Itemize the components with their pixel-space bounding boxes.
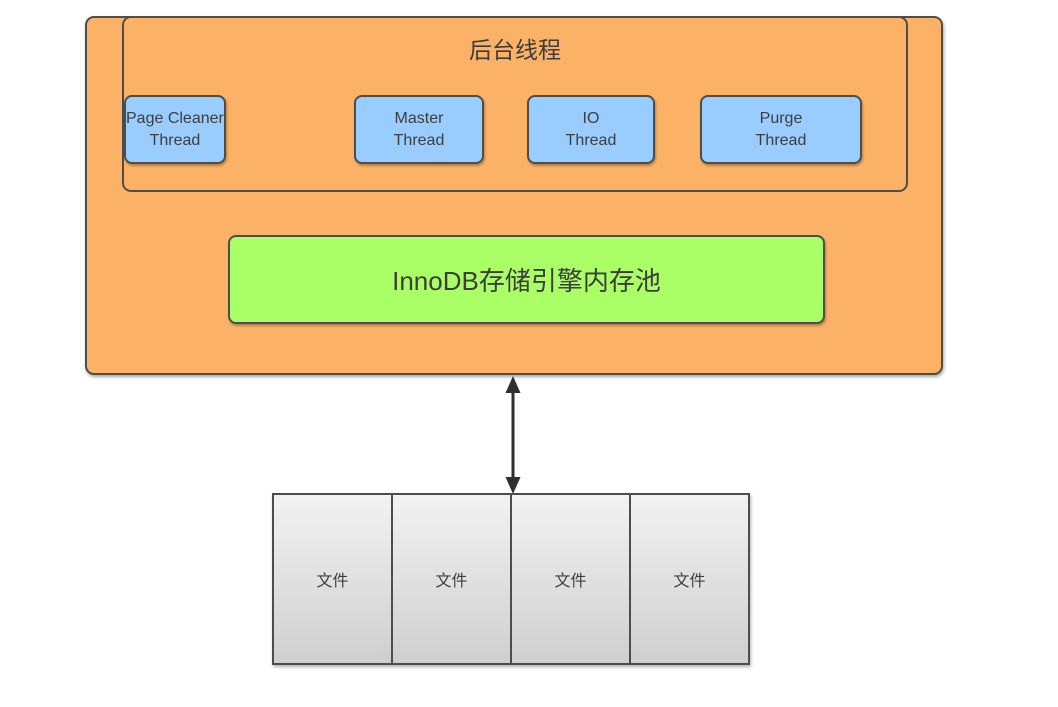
thread-box-io: IO Thread [527,95,655,164]
file-cell: 文件 [631,495,748,663]
memory-pool-box: InnoDB存储引擎内存池 [228,235,825,324]
file-cell: 文件 [512,495,631,663]
thread-box-master: Master Thread [354,95,484,164]
background-threads-title: 后台线程 [469,37,561,63]
thread-box-purge: Purge Thread [700,95,862,164]
thread-box-page-cleaner: Page Cleaner Thread [124,95,226,164]
bidirectional-arrow-icon [504,376,522,494]
file-cell: 文件 [274,495,393,663]
file-cell: 文件 [393,495,512,663]
background-threads-group: 后台线程 Master Thread IO Thread Purge Threa… [122,16,908,192]
files-strip: 文件 文件 文件 文件 [272,493,750,665]
